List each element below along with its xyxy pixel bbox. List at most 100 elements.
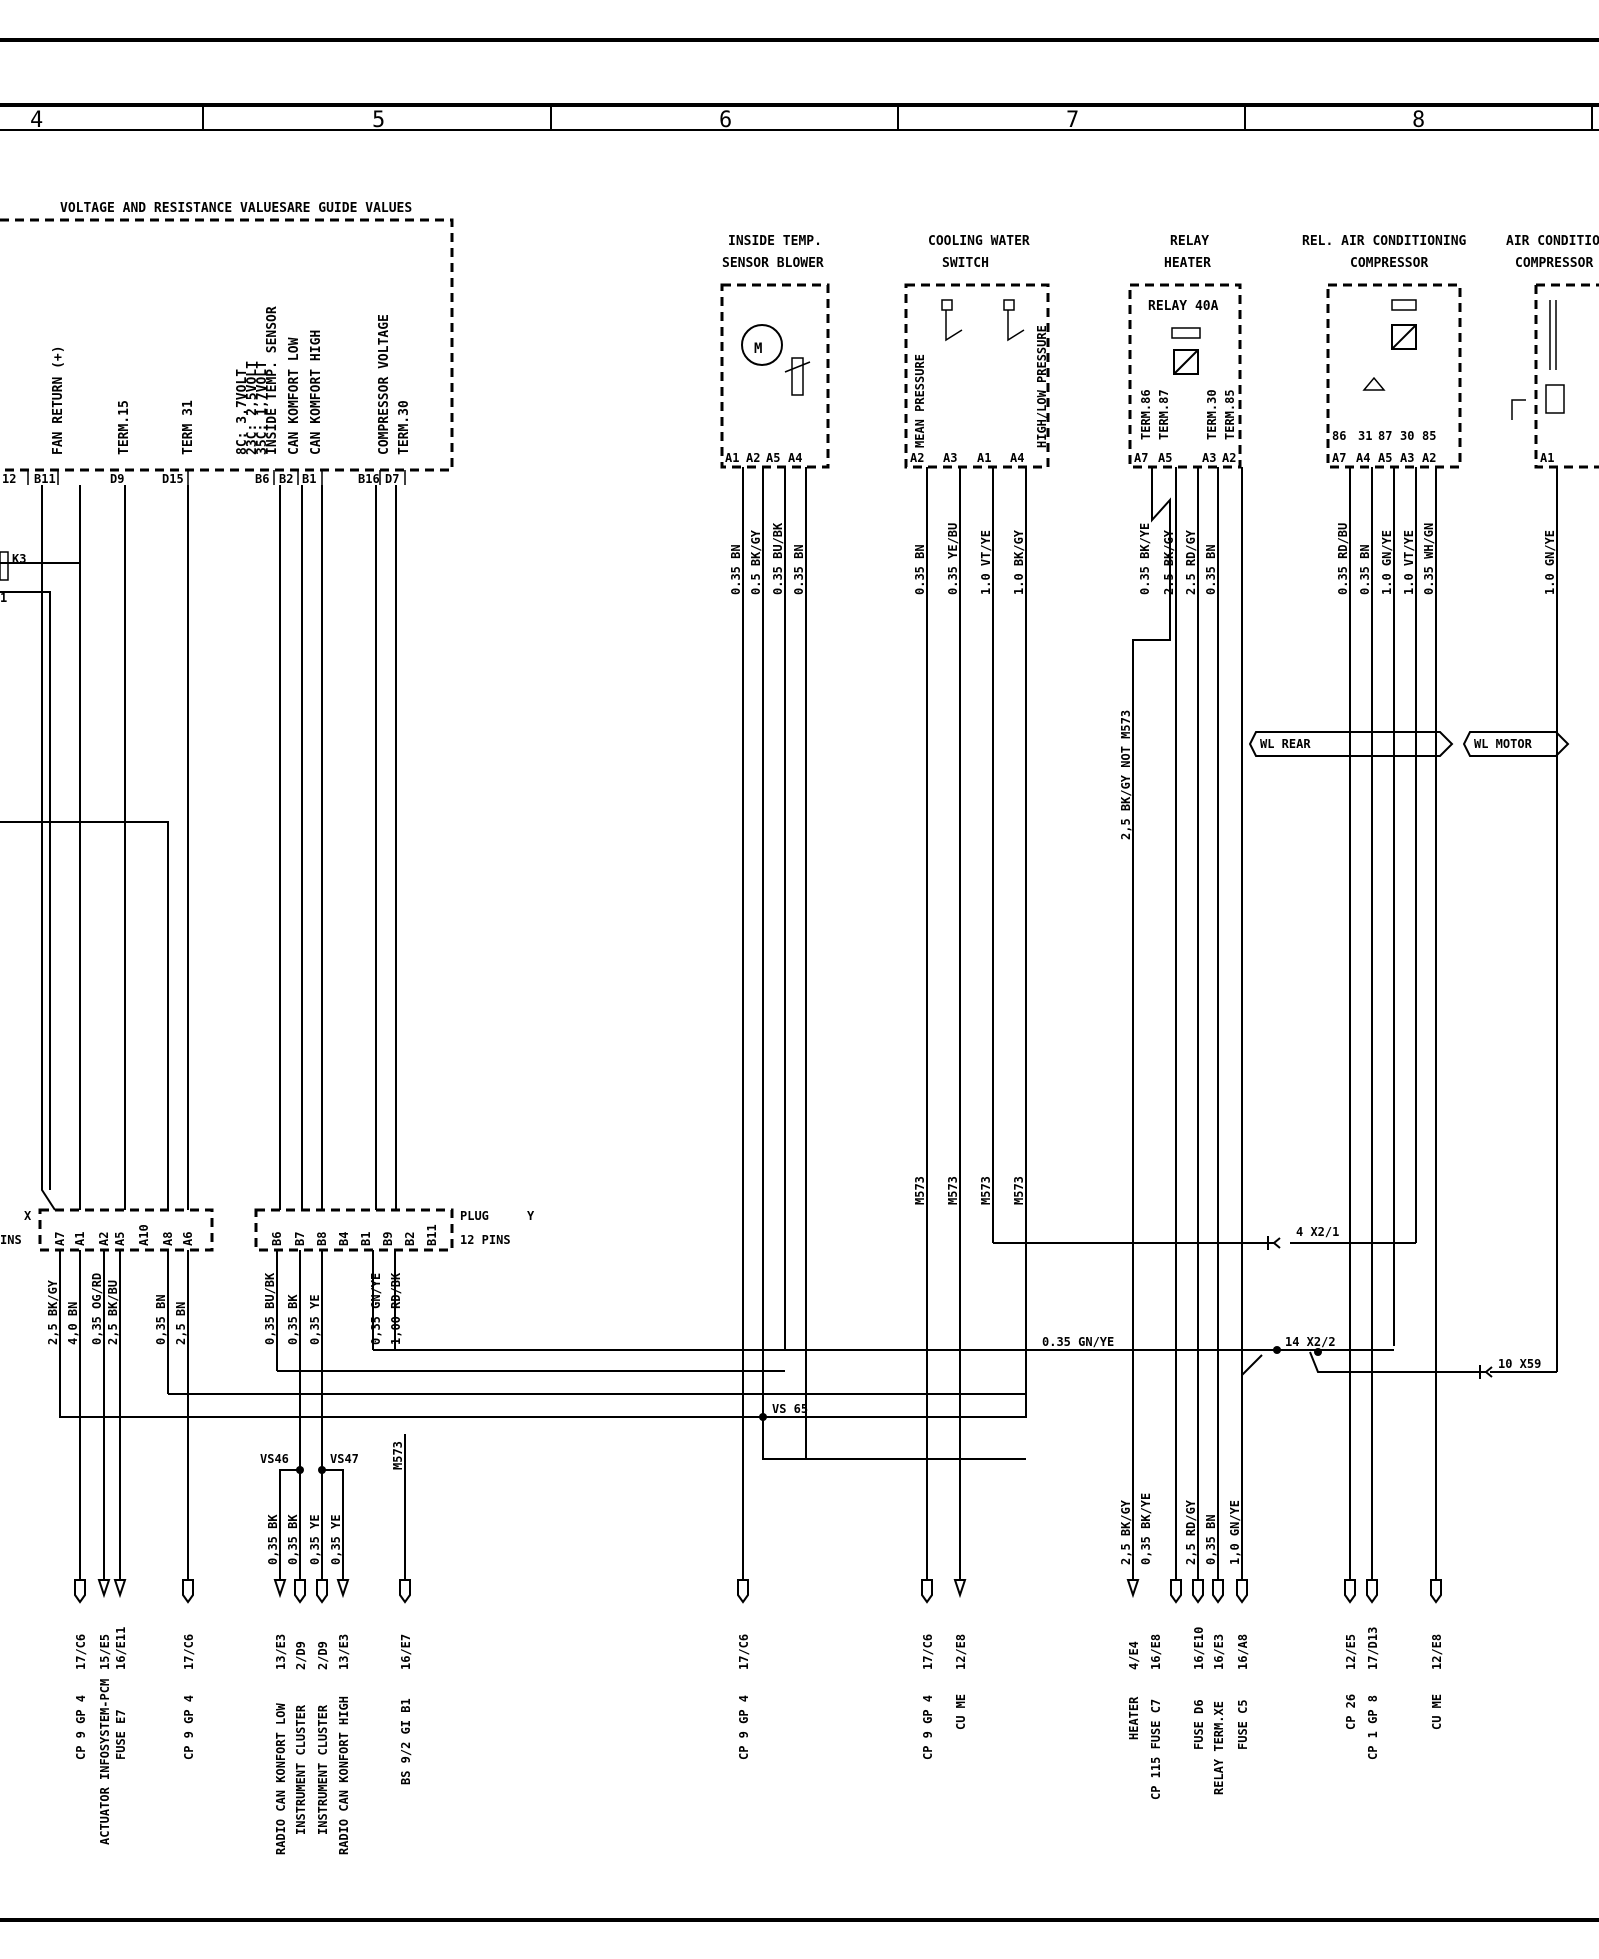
- temp-sensor-icon: [784, 357, 811, 396]
- svg-text:17/C6: 17/C6: [74, 1634, 88, 1670]
- column-number-4: 4: [30, 108, 43, 133]
- svg-text:HEATER: HEATER: [1127, 1696, 1141, 1740]
- rel-ac-terms: 86 31 87 30 85: [1332, 429, 1436, 443]
- svg-text:0,35 OG/RD: 0,35 OG/RD: [90, 1273, 104, 1345]
- svg-text:B2: B2: [403, 1232, 417, 1246]
- svg-text:0.35 WH/GN: 0.35 WH/GN: [1422, 523, 1436, 595]
- svg-text:TERM.86: TERM.86: [1139, 389, 1153, 440]
- svg-text:FUSE D6: FUSE D6: [1192, 1699, 1206, 1750]
- svg-text:85: 85: [1422, 429, 1436, 443]
- svg-text:FUSE E7: FUSE E7: [114, 1709, 128, 1760]
- svg-text:INSTRUMENT CLUSTER: INSTRUMENT CLUSTER: [294, 1704, 308, 1835]
- svg-text:4/E4: 4/E4: [1127, 1641, 1141, 1670]
- svg-text:A5: A5: [1378, 451, 1392, 465]
- column-number-6: 6: [719, 108, 732, 133]
- wl-motor-label: WL MOTOR: [1474, 737, 1533, 751]
- svg-text:0.35 YE/BU: 0.35 YE/BU: [946, 523, 960, 595]
- svg-text:2,5 RD/GY: 2,5 RD/GY: [1184, 1499, 1198, 1565]
- svg-text:A7: A7: [1332, 451, 1346, 465]
- relay-coil-icon: [1173, 349, 1199, 375]
- svg-text:CP 115 FUSE C7: CP 115 FUSE C7: [1149, 1699, 1163, 1800]
- svg-text:FAN RETURN (+): FAN RETURN (+): [51, 345, 66, 455]
- svg-text:A2: A2: [910, 451, 924, 465]
- svg-text:TERM.30: TERM.30: [1205, 389, 1219, 440]
- svg-text:A5: A5: [766, 451, 780, 465]
- splice-vs46: VS46: [260, 1452, 289, 1466]
- svg-text:35C: 1,7VOLT: 35C: 1,7VOLT: [255, 361, 270, 455]
- plug-y-pins-label: 12 PINS: [460, 1233, 511, 1247]
- mean-pressure-label: MEAN PRESSURE: [913, 354, 927, 448]
- svg-text:B6: B6: [270, 1232, 284, 1246]
- terminal-arrows: [74, 1579, 1442, 1604]
- svg-text:1.0 VT/YE: 1.0 VT/YE: [979, 530, 993, 595]
- svg-text:A7: A7: [53, 1232, 67, 1246]
- plug-y-pins: B6 B7 B8 B4 B1 B9 B2 B11: [270, 1224, 439, 1246]
- svg-text:17/C6: 17/C6: [182, 1634, 196, 1670]
- svg-text:0,35 BK/YE: 0,35 BK/YE: [1139, 1493, 1153, 1565]
- svg-text:2,5 BK/BU: 2,5 BK/BU: [106, 1280, 120, 1345]
- svg-text:16/A8: 16/A8: [1236, 1634, 1250, 1670]
- svg-text:A5: A5: [113, 1232, 127, 1246]
- svg-text:16/E11: 16/E11: [114, 1627, 128, 1670]
- svg-text:0,35 YE: 0,35 YE: [308, 1294, 322, 1345]
- rel-ac-pins: A7 A4 A5 A3 A2: [1332, 451, 1436, 465]
- svg-text:2,5 BK/GY: 2,5 BK/GY: [46, 1279, 60, 1345]
- svg-text:B4: B4: [337, 1232, 351, 1246]
- ac-compressor-pin: A1: [1540, 451, 1554, 465]
- plug-y-box: [254, 1208, 454, 1252]
- svg-text:12: 12: [2, 472, 16, 486]
- rel-ac-resistor-icon: [1391, 299, 1417, 311]
- svg-text:0,35 GN/YE: 0,35 GN/YE: [369, 1273, 383, 1345]
- wl-motor-tag: [1462, 731, 1570, 757]
- connector-x2-1: 4 X2/1: [1296, 1225, 1339, 1239]
- svg-text:A10: A10: [137, 1224, 151, 1246]
- connector-x59: 10 X59: [1498, 1357, 1541, 1371]
- svg-text:A1: A1: [725, 451, 739, 465]
- k3-terminal: [0, 551, 9, 581]
- plug-y-name: PLUG: [460, 1209, 489, 1223]
- svg-text:B1: B1: [359, 1232, 373, 1246]
- rel-ac-coil-icon: [1391, 324, 1417, 350]
- guide-values-note: VOLTAGE AND RESISTANCE VALUESARE GUIDE V…: [60, 201, 412, 216]
- svg-text:0,35 BU/BK: 0,35 BU/BK: [263, 1272, 277, 1345]
- svg-text:CU ME: CU ME: [954, 1694, 968, 1730]
- svg-text:B6: B6: [255, 472, 269, 486]
- svg-text:12/E8: 12/E8: [1430, 1634, 1444, 1670]
- svg-text:30: 30: [1400, 429, 1414, 443]
- svg-text:15/E5: 15/E5: [98, 1634, 112, 1670]
- relay-heater-title: RELAY: [1170, 234, 1209, 249]
- svg-text:CP 9 GP 4: CP 9 GP 4: [737, 1695, 751, 1760]
- rel-ac-diode-icon: [1362, 376, 1386, 391]
- svg-text:17/C6: 17/C6: [737, 1634, 751, 1670]
- blower-motor-icon: [741, 324, 783, 366]
- svg-text:16/E8: 16/E8: [1149, 1634, 1163, 1670]
- svg-text:0.5 BK/GY: 0.5 BK/GY: [749, 529, 763, 595]
- plug-x-name: X: [24, 1209, 32, 1223]
- svg-text:D7: D7: [385, 472, 399, 486]
- svg-text:A8: A8: [161, 1232, 175, 1246]
- svg-text:2,5 BN: 2,5 BN: [174, 1302, 188, 1345]
- svg-text:CAN KOMFORT HIGH: CAN KOMFORT HIGH: [309, 330, 324, 455]
- wire-label-gn-ye: 0.35 GN/YE: [1042, 1335, 1114, 1349]
- destination-labels: CP 9 GP 4 ACTUATOR INFOSYSTEM-PCM FUSE E…: [74, 1679, 1444, 1855]
- svg-text:0.35 BU/BK: 0.35 BU/BK: [771, 522, 785, 595]
- svg-text:13/E3: 13/E3: [274, 1634, 288, 1670]
- relay-40a-label: RELAY 40A: [1148, 299, 1219, 314]
- svg-text:A2: A2: [1422, 451, 1436, 465]
- splice-dots: [296, 1346, 1322, 1474]
- svg-text:0,35 BK: 0,35 BK: [286, 1514, 300, 1565]
- connector-marks: [1267, 1236, 1493, 1379]
- svg-text:D9: D9: [110, 472, 124, 486]
- rel-ac-title-2: COMPRESSOR: [1350, 256, 1428, 271]
- svg-text:0,35 BK: 0,35 BK: [266, 1514, 280, 1565]
- relay-terminal-labels: TERM.86 TERM.87 TERM.30 TERM.85: [1139, 389, 1237, 440]
- svg-text:1,00 RD/BK: 1,00 RD/BK: [389, 1272, 403, 1345]
- svg-text:87: 87: [1378, 429, 1392, 443]
- svg-text:B7: B7: [293, 1232, 307, 1246]
- svg-text:2.5 RD/GY: 2.5 RD/GY: [1184, 529, 1198, 595]
- svg-text:RELAY TERM.XE: RELAY TERM.XE: [1212, 1701, 1226, 1795]
- wire-labels-top: 0.35 BN 0.5 BK/GY 0.35 BU/BK 0.35 BN 0.3…: [729, 522, 1557, 595]
- svg-text:TERM.15: TERM.15: [117, 400, 132, 455]
- svg-text:CP 9 GP 4: CP 9 GP 4: [74, 1695, 88, 1760]
